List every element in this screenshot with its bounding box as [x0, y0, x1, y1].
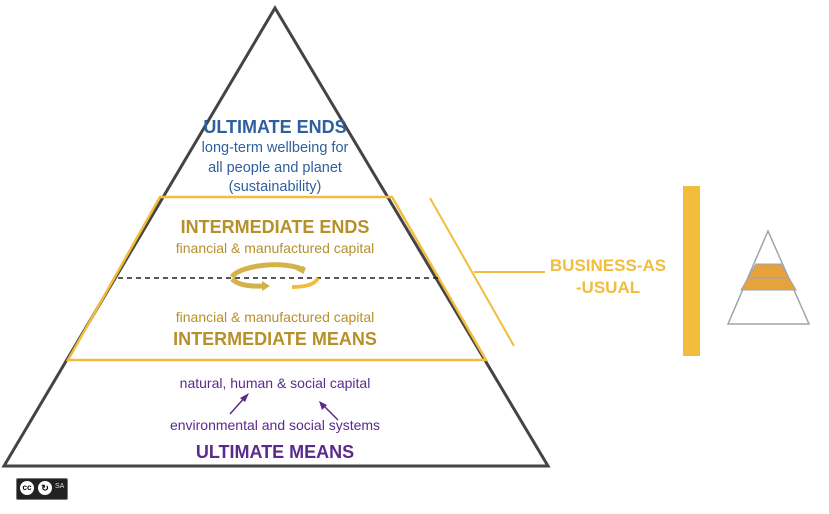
cc-by-sa-badge[interactable]: cc ↻ SA: [16, 478, 68, 500]
intermediate-means-subtitle: financial & manufactured capital: [175, 309, 375, 325]
cycle-arrows-icon: [229, 262, 320, 291]
ultimate-means-line1: natural, human & social capital: [179, 375, 371, 391]
bau-vertical-bar: [683, 186, 700, 356]
ultimate-ends-line1: long-term wellbeing for: [201, 140, 349, 156]
bau-label-line2: -USUAL: [575, 278, 641, 297]
ultimate-ends-title: ULTIMATE ENDS: [203, 117, 347, 137]
ultimate-ends-line3: (sustainability): [228, 179, 322, 195]
ultimate-means-line2: environmental and social systems: [169, 417, 381, 433]
intermediate-means-title: INTERMEDIATE MEANS: [173, 329, 377, 349]
ultimate-ends-line2: all people and planet: [208, 160, 342, 176]
bau-label-line1: BUSINESS-AS: [549, 256, 667, 275]
bau-bracket-line: [429, 197, 515, 347]
share-alike-icon: ↻: [38, 481, 52, 495]
intermediate-ends-title: INTERMEDIATE ENDS: [180, 217, 370, 237]
pyramid-outline: [1, 5, 551, 468]
intermediate-band-outline: [65, 195, 489, 362]
intermediate-ends-subtitle: financial & manufactured capital: [175, 240, 375, 256]
mini-pyramid-icon: [726, 229, 811, 325]
sa-label: SA: [55, 483, 65, 490]
cc-icon: cc: [20, 481, 34, 495]
ultimate-means-title: ULTIMATE MEANS: [195, 442, 355, 462]
